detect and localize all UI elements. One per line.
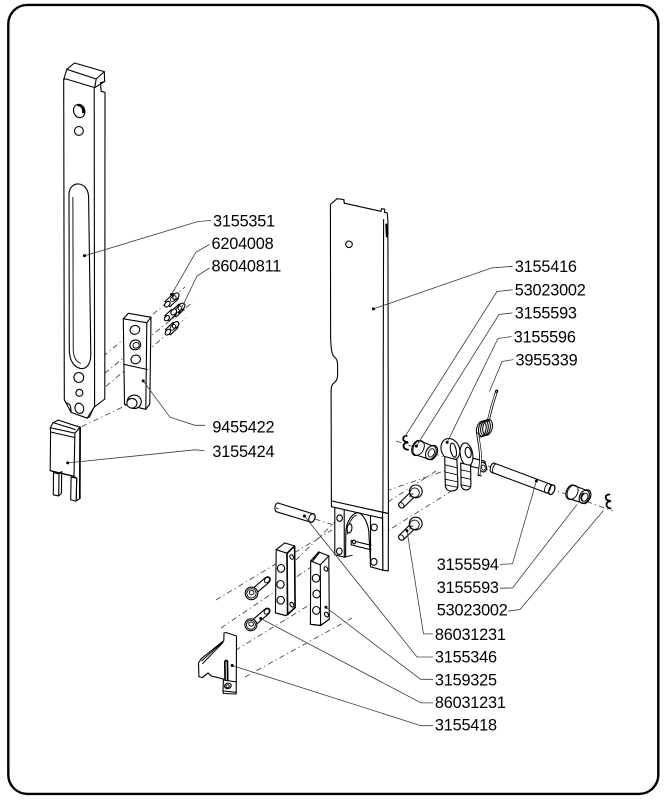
svg-text:3155351: 3155351 bbox=[213, 212, 275, 230]
svg-text:3155424: 3155424 bbox=[212, 443, 274, 461]
svg-text:3155418: 3155418 bbox=[435, 717, 497, 735]
svg-text:53023002: 53023002 bbox=[437, 601, 508, 619]
svg-text:86031231: 86031231 bbox=[435, 694, 506, 712]
svg-text:9455422: 9455422 bbox=[212, 419, 274, 437]
svg-text:3155596: 3155596 bbox=[514, 328, 576, 346]
svg-text:3155594: 3155594 bbox=[437, 556, 499, 574]
svg-text:3155416: 3155416 bbox=[515, 258, 577, 276]
svg-text:86040811: 86040811 bbox=[212, 257, 282, 275]
svg-text:53023002: 53023002 bbox=[515, 282, 586, 300]
svg-text:3955339: 3955339 bbox=[516, 351, 578, 369]
svg-text:3159325: 3159325 bbox=[435, 671, 497, 689]
svg-text:86031231: 86031231 bbox=[435, 626, 506, 644]
svg-text:3155593: 3155593 bbox=[515, 305, 577, 323]
svg-text:3155593: 3155593 bbox=[437, 579, 499, 597]
svg-text:3155346: 3155346 bbox=[435, 648, 497, 666]
svg-text:6204008: 6204008 bbox=[212, 235, 274, 253]
